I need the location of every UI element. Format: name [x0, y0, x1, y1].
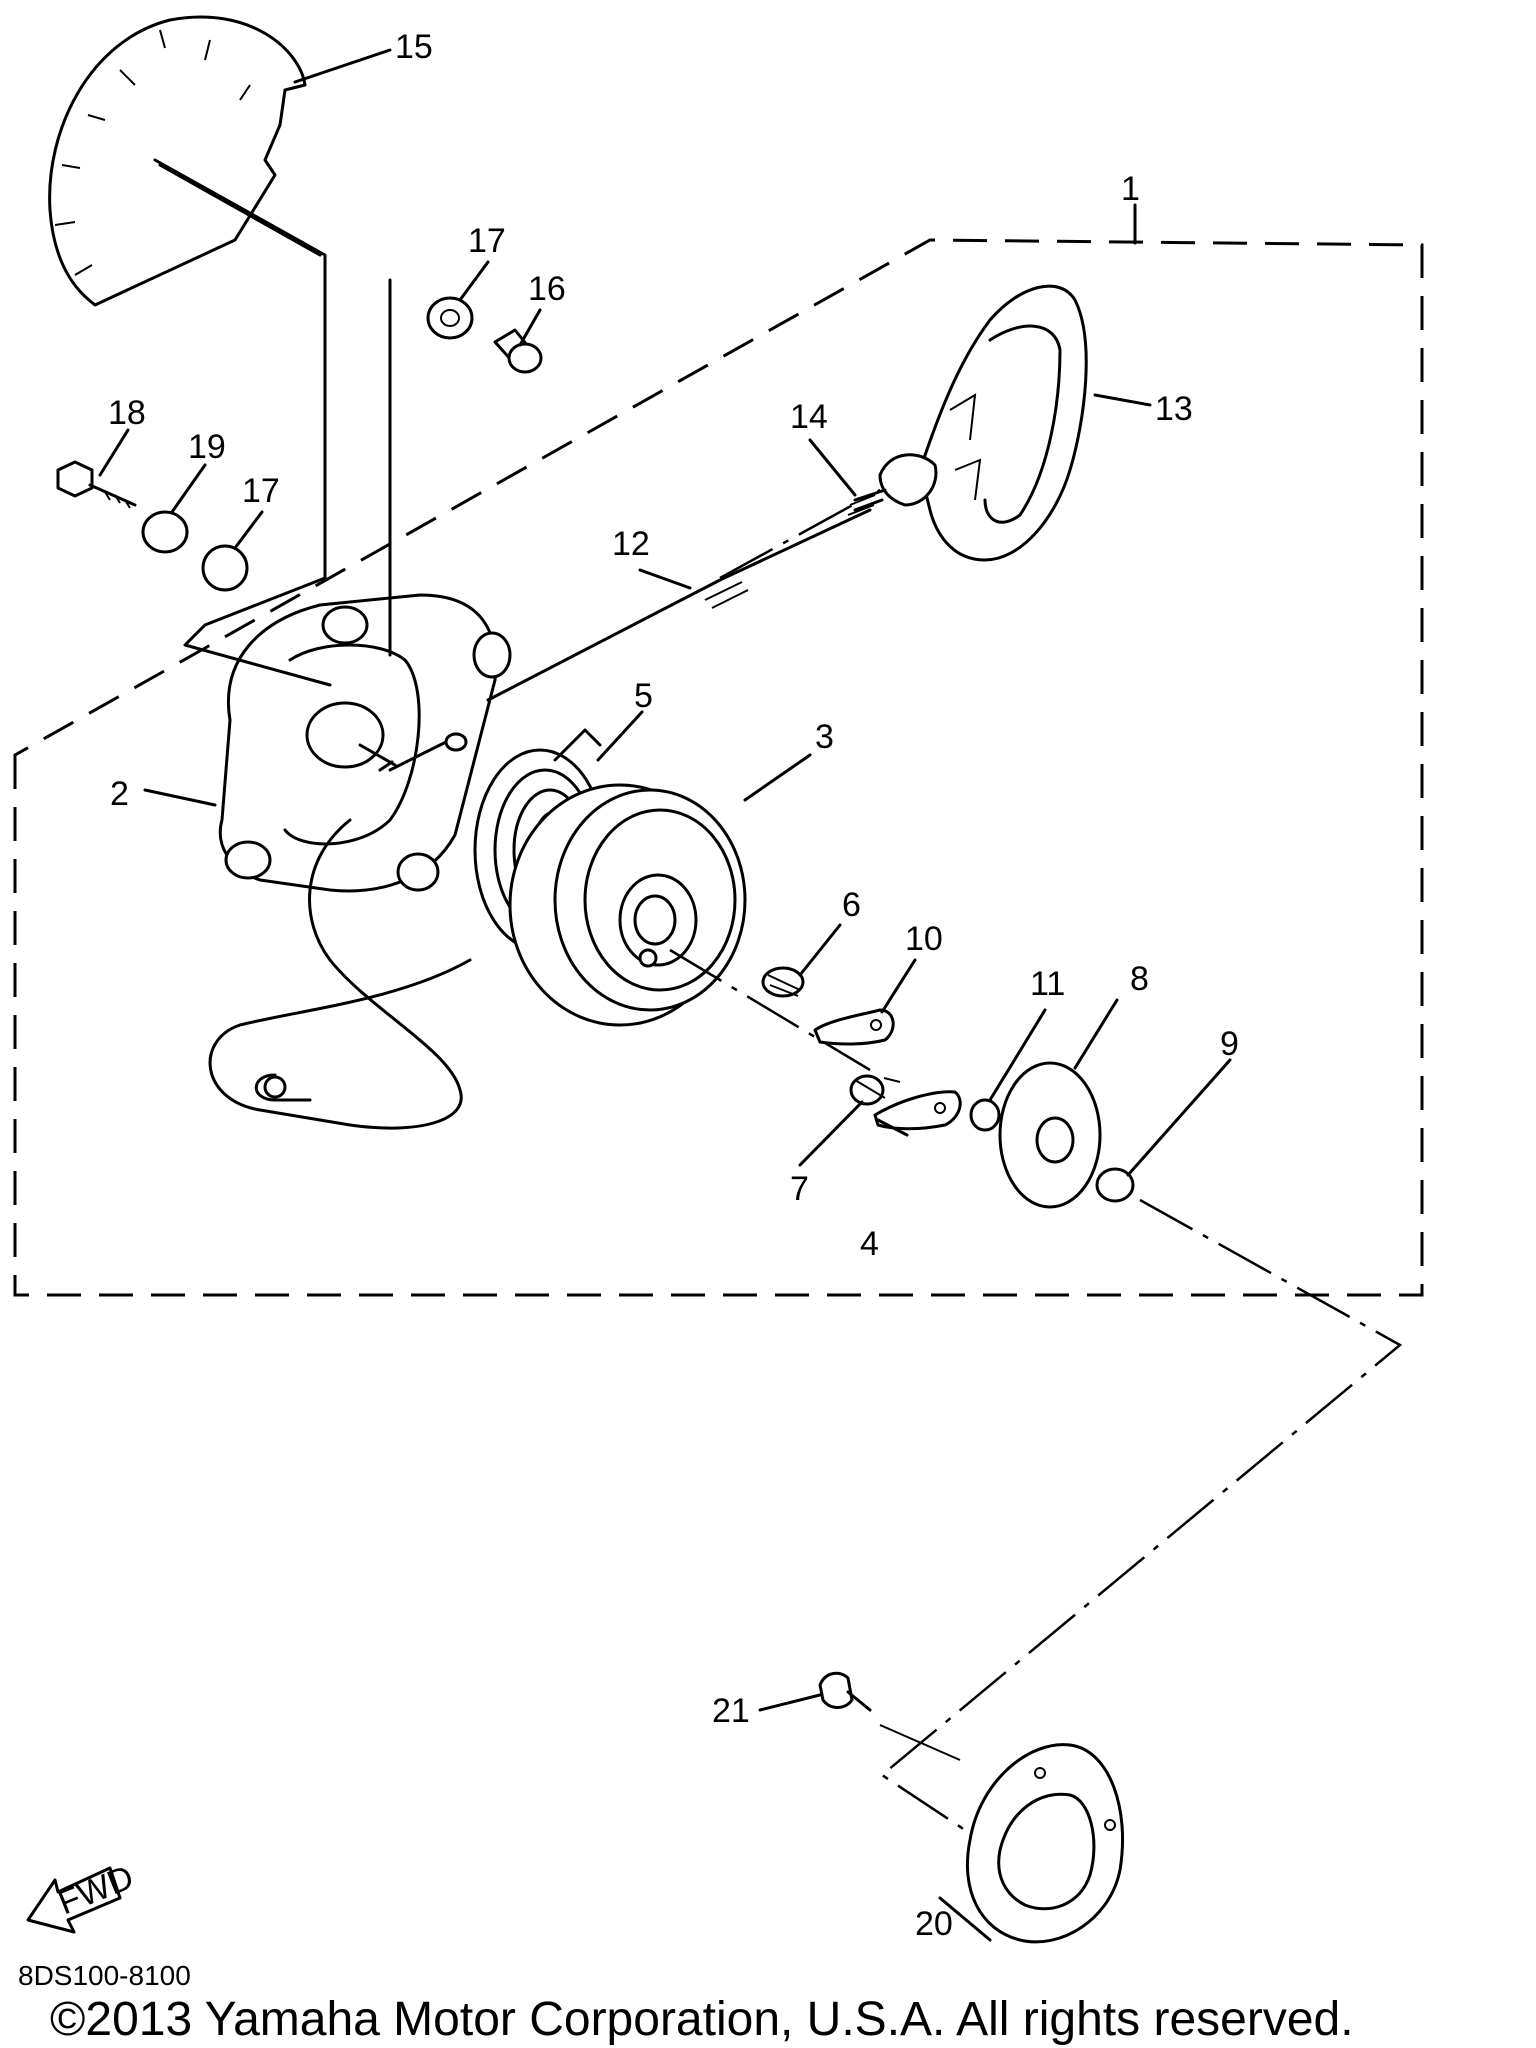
part-2-starter-case	[218, 593, 512, 893]
part-17-lower-collar	[201, 544, 249, 592]
callout-2: 2	[110, 775, 129, 813]
fwd-label: FWD	[53, 1858, 139, 1922]
callout-17-upper: 17	[468, 222, 506, 260]
part-21-screw	[818, 1671, 961, 1761]
part-13-handle	[853, 284, 1088, 562]
starter-rope-loop	[208, 818, 472, 1130]
callout-13: 13	[1155, 390, 1193, 428]
callout-17-lower: 17	[242, 472, 280, 510]
part-6-spring	[761, 966, 805, 998]
callouts: 1 2 3 4 5 6 7 8 9 10 11 12 13 14 15 16 1…	[108, 28, 1239, 1943]
callout-20: 20	[915, 1905, 953, 1943]
callout-21: 21	[712, 1692, 750, 1730]
callout-14: 14	[790, 398, 828, 436]
callout-1: 1	[1121, 170, 1140, 208]
callout-12: 12	[612, 525, 650, 563]
drawing-code: 8DS100-8100	[18, 1960, 191, 1991]
callout-leaders	[98, 48, 1232, 1942]
copyright-notice: ©2013 Yamaha Motor Corporation, U.S.A. A…	[50, 1993, 1354, 2046]
callout-15: 15	[395, 28, 433, 66]
callout-9: 9	[1220, 1025, 1239, 1063]
callout-7: 7	[790, 1170, 809, 1208]
part-11-washer	[969, 1098, 1001, 1132]
part-7-spring	[849, 1074, 901, 1106]
part-14-rope-end	[847, 494, 876, 516]
part-8-plate	[998, 1061, 1102, 1209]
assembly-axis	[669, 948, 871, 1072]
callout-11: 11	[1030, 965, 1065, 1003]
part-18-bolt	[56, 460, 137, 509]
part-9-nut	[1095, 1167, 1135, 1203]
callout-3: 3	[815, 718, 834, 756]
callout-16: 16	[528, 270, 566, 308]
part-15-disc	[48, 15, 322, 307]
part-20-guide	[965, 1743, 1125, 1944]
part-10-pawl	[813, 1008, 895, 1046]
callout-10: 10	[905, 920, 943, 958]
part-12-rope	[486, 508, 872, 702]
callout-4: 4	[860, 1225, 879, 1263]
assembly-boundary	[13, 238, 1424, 1297]
callout-5: 5	[634, 677, 653, 715]
part-3-pulley	[508, 783, 747, 1027]
part-19-washer	[141, 510, 189, 554]
part-17-upper-collar	[426, 296, 474, 340]
callout-19: 19	[188, 428, 226, 466]
callout-8: 8	[1130, 960, 1149, 998]
callout-18: 18	[108, 394, 146, 432]
fwd-arrow-icon: FWD	[26, 1858, 139, 1934]
callout-6: 6	[842, 886, 861, 924]
part-16-bushing	[493, 328, 543, 374]
part-4-pawl	[873, 1090, 962, 1131]
